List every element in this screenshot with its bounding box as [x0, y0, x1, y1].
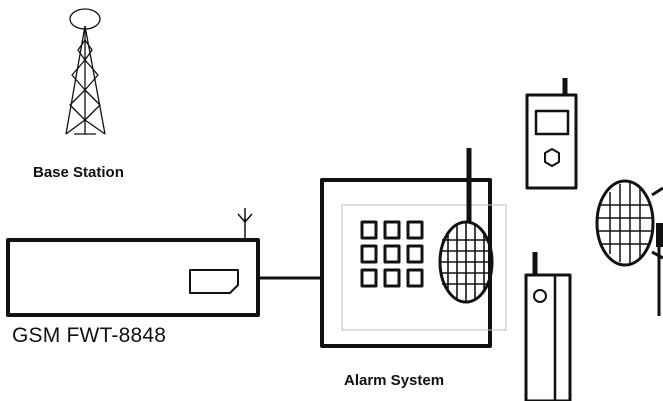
- remote-control-icon: [525, 78, 578, 190]
- antenna-tower-icon: [65, 8, 106, 135]
- device-label: GSM FWT-8848: [12, 324, 167, 347]
- siren-speaker-icon: [595, 179, 663, 316]
- door-sensor-icon: [524, 252, 572, 401]
- base-station-label: Base Station: [33, 164, 124, 181]
- alarm-system-label: Alarm System: [344, 372, 445, 389]
- fixed-wireless-terminal-icon: [6, 208, 260, 317]
- alarm-control-panel-icon: [320, 148, 507, 348]
